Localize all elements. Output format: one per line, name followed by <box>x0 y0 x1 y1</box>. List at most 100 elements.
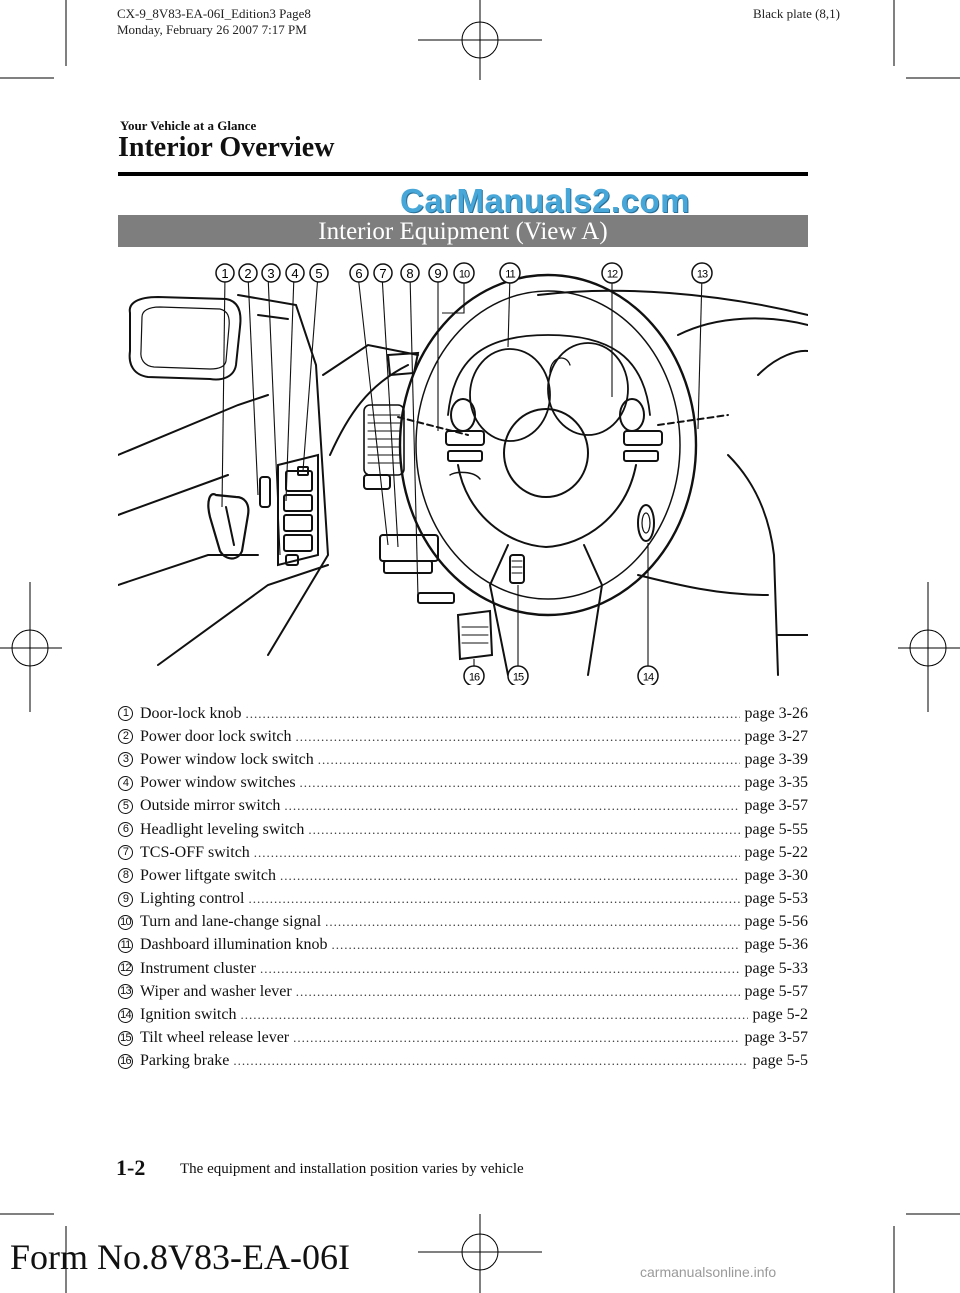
footer-note: The equipment and installation position … <box>180 1161 524 1177</box>
item-number: 4 <box>118 775 133 791</box>
legend-item: 12 Instrument cluster....................… <box>118 957 808 980</box>
item-page-ref: page 3-39 <box>744 750 808 768</box>
item-label: Wiper and washer lever <box>140 982 292 1000</box>
footer-site-watermark: carmanualsonline.info <box>640 1264 777 1280</box>
item-page-ref: page 3-57 <box>744 1029 808 1047</box>
item-number: 10 <box>118 914 133 930</box>
item-page-ref: page 3-27 <box>744 727 808 745</box>
legend-item: 1 Door-lock knob.........................… <box>118 702 808 725</box>
item-label: Ignition switch <box>140 1006 237 1024</box>
callout-6: 6 <box>349 263 369 283</box>
interior-illustration: 1 2 3 4 5 6 7 8 9 10 11 12 13 14 15 16 <box>118 262 808 685</box>
item-number: 12 <box>118 961 133 977</box>
item-label: Parking brake <box>140 1052 230 1070</box>
callout-6-num: 6 <box>355 266 362 281</box>
item-label: Power door lock switch <box>140 727 292 745</box>
callout-leaders <box>221 274 703 677</box>
callout-13: 13 <box>691 262 713 284</box>
item-page-ref: page 5-5 <box>752 1052 808 1070</box>
callout-15: 15 <box>507 665 529 685</box>
callout-7: 7 <box>373 263 393 283</box>
item-label: Turn and lane-change signal <box>140 913 322 931</box>
item-label: Headlight leveling switch <box>140 820 305 838</box>
callout-3: 3 <box>261 263 281 283</box>
doc-id-line: CX-9_8V83-EA-06I_Edition3 Page8 <box>117 6 311 21</box>
leader-dots: ........................................… <box>295 983 741 999</box>
item-page-ref: page 5-22 <box>744 843 808 861</box>
leader-dots: ........................................… <box>240 1007 749 1023</box>
steering-wheel <box>398 273 698 617</box>
leader-dots: ........................................… <box>279 867 741 883</box>
form-number: Form No.8V83-EA-06I <box>10 1237 350 1277</box>
item-number: 1 <box>118 706 133 722</box>
leader-dots: ........................................… <box>295 728 741 744</box>
callout-3-num: 3 <box>267 266 274 281</box>
page-title: Interior Overview <box>118 132 335 163</box>
doc-date-line: Monday, February 26 2007 7:17 PM <box>117 22 307 37</box>
item-page-ref: page 5-53 <box>744 890 808 908</box>
item-page-ref: page 3-35 <box>744 774 808 792</box>
leader-dots: ........................................… <box>293 1030 740 1046</box>
callout-10-num: 10 <box>459 269 470 281</box>
callout-5-num: 5 <box>315 266 322 281</box>
callout-1-num: 1 <box>221 266 228 281</box>
callout-8: 8 <box>400 263 420 283</box>
leader-dots: ........................................… <box>317 751 741 767</box>
callout-13-num: 13 <box>697 269 708 281</box>
callout-11-num: 11 <box>505 269 515 281</box>
callout-7-num: 7 <box>379 266 386 281</box>
item-label: TCS-OFF switch <box>140 843 250 861</box>
equipment-legend: 1 Door-lock knob.........................… <box>118 702 808 1073</box>
item-number: 3 <box>118 752 133 768</box>
item-page-ref: page 3-57 <box>744 797 808 815</box>
item-number: 14 <box>118 1007 133 1023</box>
legend-item: 16 Parking brake.........................… <box>118 1050 808 1073</box>
item-label: Lighting control <box>140 890 245 908</box>
leader-dots: ........................................… <box>299 775 741 791</box>
item-page-ref: page 5-36 <box>744 936 808 954</box>
item-page-ref: page 5-57 <box>744 982 808 1000</box>
item-number: 9 <box>118 891 133 907</box>
item-label: Tilt wheel release lever <box>140 1029 290 1047</box>
leader-dots: ........................................… <box>284 798 740 814</box>
document-header: CX-9_8V83-EA-06I_Edition3 Page8 Monday, … <box>117 6 311 38</box>
item-page-ref: page 3-30 <box>744 866 808 884</box>
callout-1: 1 <box>215 263 235 283</box>
leader-dots: ........................................… <box>308 821 740 837</box>
callout-16: 16 <box>463 665 485 685</box>
item-number: 6 <box>118 822 133 838</box>
callout-14: 14 <box>637 665 659 685</box>
callout-4: 4 <box>285 263 305 283</box>
door-handle <box>207 493 250 560</box>
item-page-ref: page 5-56 <box>744 913 808 931</box>
instrument-cluster <box>447 334 651 416</box>
leader-dots: ........................................… <box>233 1053 748 1069</box>
legend-item: 14 Ignition switch.......................… <box>118 1003 808 1026</box>
item-number: 5 <box>118 798 133 814</box>
callout-9-num: 9 <box>434 266 441 281</box>
callout-4-num: 4 <box>291 266 298 281</box>
callout-12: 12 <box>601 262 623 284</box>
callout-9: 9 <box>428 263 448 283</box>
item-label: Power window lock switch <box>140 750 314 768</box>
callout-12-num: 12 <box>607 269 618 281</box>
leader-dots: ........................................… <box>253 844 741 860</box>
item-label: Door-lock knob <box>140 704 242 722</box>
item-number: 16 <box>118 1053 133 1069</box>
leader-dots: ........................................… <box>259 960 741 976</box>
legend-item: 6 Headlight leveling switch..............… <box>118 818 808 841</box>
item-label: Instrument cluster <box>140 959 256 977</box>
callout-14-num: 14 <box>643 672 654 684</box>
callout-8-num: 8 <box>406 266 413 281</box>
section-banner: Interior Equipment (View A) <box>118 215 808 247</box>
callout-10: 10 <box>453 262 475 284</box>
callout-16-num: 16 <box>469 672 480 684</box>
legend-item: 9 Lighting control.......................… <box>118 888 808 911</box>
leader-dots: ........................................… <box>248 891 740 907</box>
leader-dots: ........................................… <box>245 705 740 721</box>
